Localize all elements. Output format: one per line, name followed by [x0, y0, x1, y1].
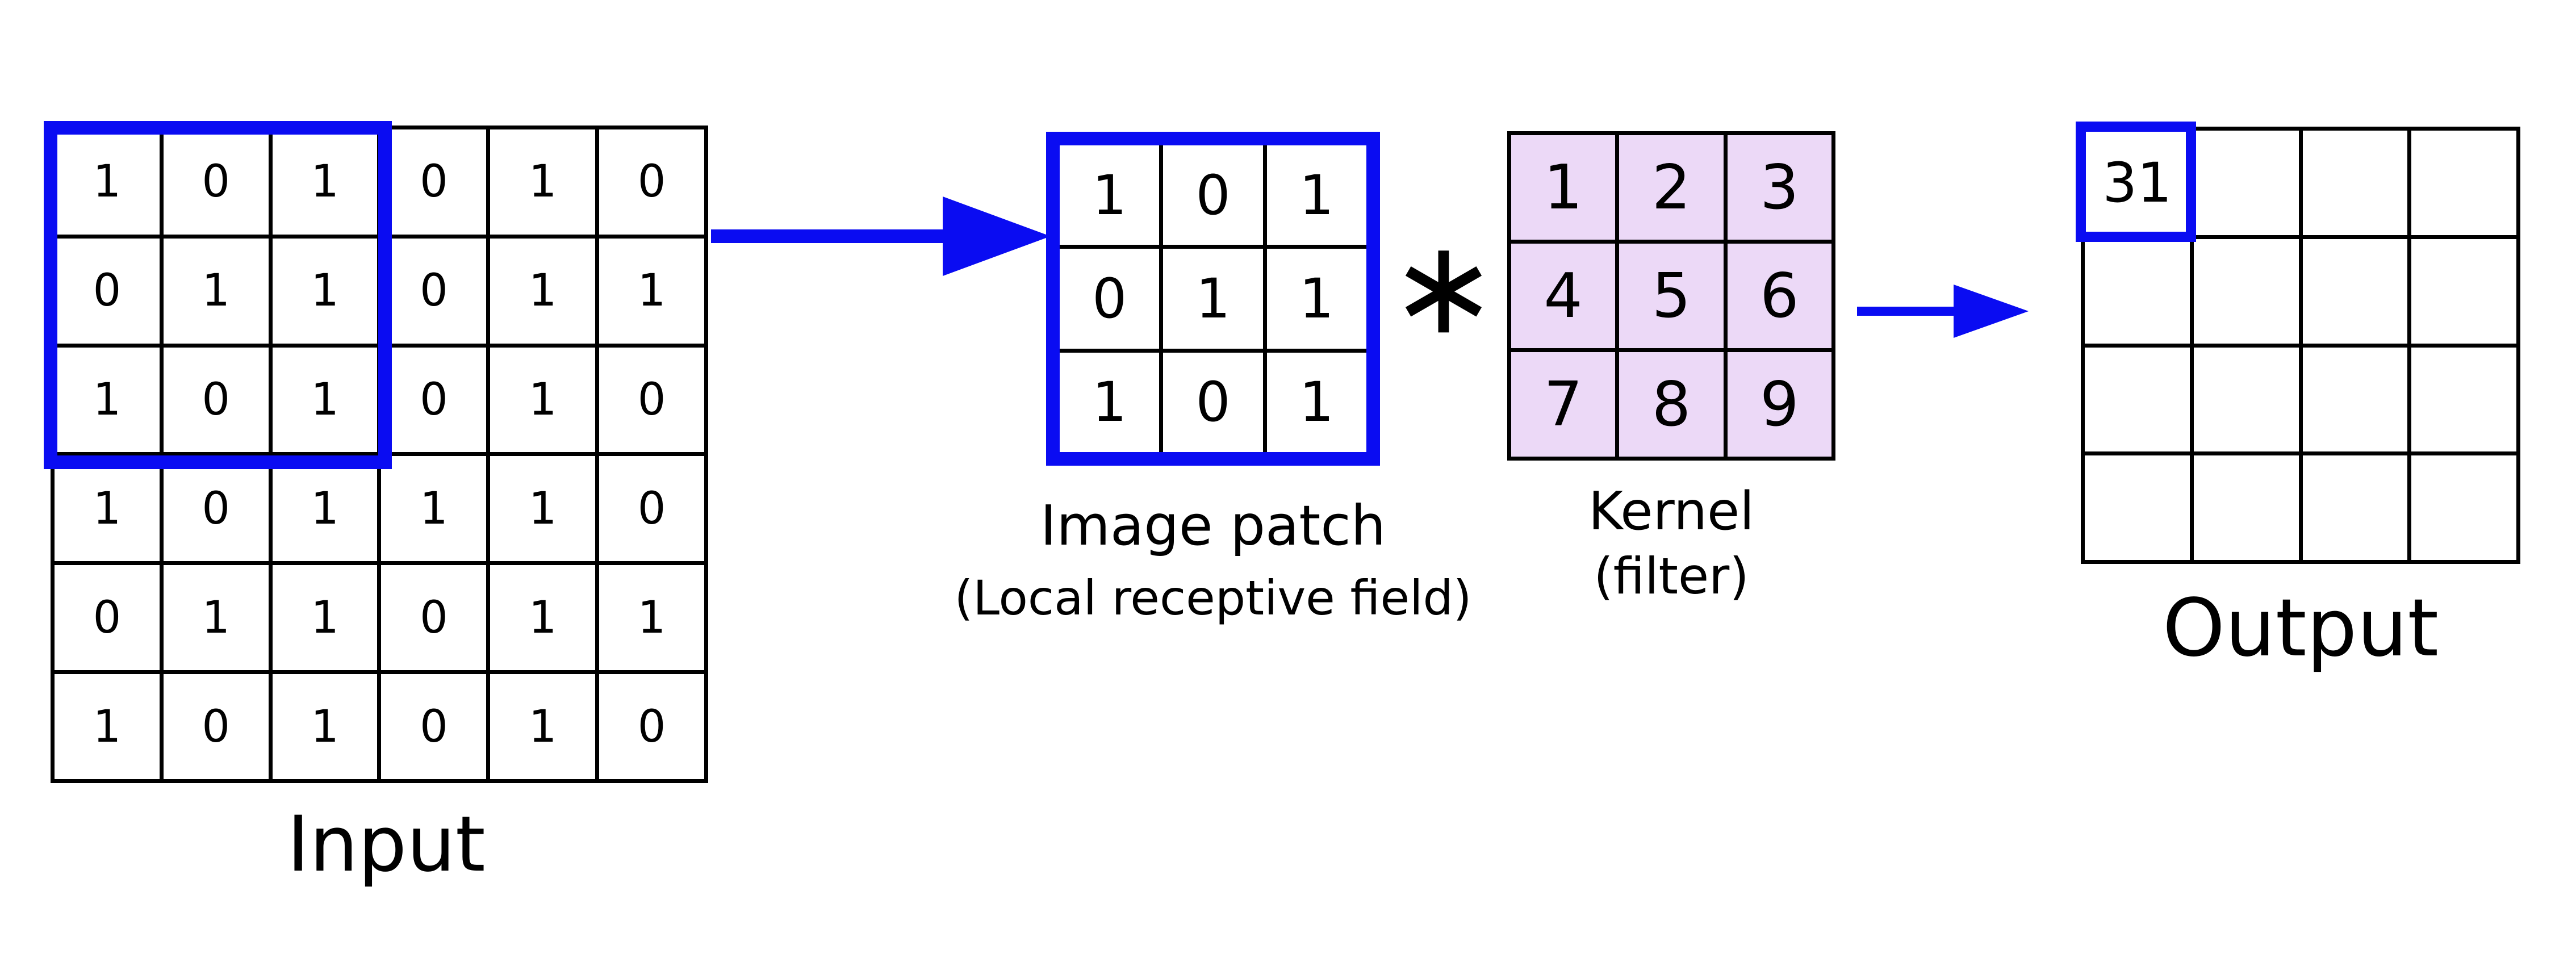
- grid-cell: [2411, 347, 2516, 452]
- grid-cell: [2193, 455, 2299, 560]
- output-label: Output: [2162, 582, 2439, 675]
- grid-cell: 1: [163, 565, 269, 671]
- grid-cell: 7: [1511, 352, 1616, 457]
- grid-cell: 4: [1511, 244, 1616, 348]
- grid-cell: 9: [1727, 352, 1831, 457]
- grid-cell: 0: [163, 347, 269, 453]
- grid-cell: [2193, 239, 2299, 344]
- grid-cell: 1: [272, 674, 378, 779]
- image-patch-sublabel: (Local receptive field): [954, 570, 1472, 626]
- grid-cell: 1: [490, 456, 596, 562]
- grid-cell: 1: [55, 674, 160, 779]
- grid-cell: [2193, 347, 2299, 452]
- arrow-line: [1857, 307, 1958, 316]
- grid-cell: 1: [1163, 249, 1263, 349]
- grid-cell: 0: [381, 347, 487, 453]
- grid-cell: 0: [599, 674, 704, 779]
- grid-cell: 1: [490, 674, 596, 779]
- arrow-head-icon: [1954, 285, 2029, 338]
- grid-cell: 1: [490, 565, 596, 671]
- grid-cell: 0: [55, 238, 160, 344]
- grid-cell: [2302, 131, 2408, 235]
- grid-cell: 1: [1060, 145, 1160, 245]
- grid-cell: 1: [1266, 145, 1366, 245]
- grid-cell: 1: [163, 238, 269, 344]
- grid-cell: 1: [272, 456, 378, 562]
- grid-cell: 1: [1060, 352, 1160, 452]
- grid-cell: 1: [55, 129, 160, 235]
- grid-cell: [2193, 131, 2299, 235]
- arrow-line: [711, 229, 948, 243]
- grid-cell: 0: [1163, 352, 1263, 452]
- grid-cell: 1: [381, 456, 487, 562]
- grid-cell: [2411, 455, 2516, 560]
- grid-cell: [2302, 455, 2408, 560]
- grid-cell: 0: [381, 238, 487, 344]
- grid-cell: 6: [1727, 244, 1831, 348]
- grid-cell: 0: [1163, 145, 1263, 245]
- input-receptive-field-highlight-box: [44, 121, 392, 469]
- grid-cell: [2411, 131, 2516, 235]
- output-result-highlight-box: [2076, 122, 2196, 242]
- grid-cell: 0: [599, 347, 704, 453]
- kernel-label: Kernel: [1588, 480, 1755, 542]
- grid-cell: 1: [490, 129, 596, 235]
- grid-cell: [2085, 239, 2190, 344]
- grid-cell: 1: [490, 347, 596, 453]
- grid-cell: 1: [55, 456, 160, 562]
- grid-cell: 0: [163, 456, 269, 562]
- grid-cell: [2302, 239, 2408, 344]
- grid-cell: 1: [55, 347, 160, 453]
- grid-cell: 2: [1619, 135, 1724, 240]
- grid-cell: 3: [1727, 135, 1831, 240]
- output-grid: 31: [2081, 127, 2520, 564]
- grid-cell: 1: [1266, 249, 1366, 349]
- grid-cell: 5: [1619, 244, 1724, 348]
- grid-cell: 1: [1511, 135, 1616, 240]
- arrow-head-icon: [943, 196, 1051, 276]
- grid-cell: 0: [1060, 249, 1160, 349]
- image-patch-label: Image patch: [1040, 494, 1386, 558]
- grid-cell: 0: [163, 129, 269, 235]
- grid-cell: [2302, 347, 2408, 452]
- input-label: Input: [287, 800, 486, 889]
- grid-cell: 1: [272, 347, 378, 453]
- grid-cell: 0: [381, 674, 487, 779]
- grid-cell: 8: [1619, 352, 1724, 457]
- grid-cell: 1: [272, 129, 378, 235]
- grid-cell: 0: [163, 674, 269, 779]
- grid-cell: 1: [1266, 352, 1366, 452]
- grid-cell: [2085, 455, 2190, 560]
- grid-cell: 1: [599, 238, 704, 344]
- grid-cell: 0: [381, 129, 487, 235]
- grid-cell: [2411, 239, 2516, 344]
- grid-cell: 0: [599, 456, 704, 562]
- grid-cell: 0: [381, 565, 487, 671]
- grid-cell: 0: [55, 565, 160, 671]
- grid-cell: 0: [599, 129, 704, 235]
- grid-cell: 1: [490, 238, 596, 344]
- convolution-operator-asterisk: ∗: [1389, 212, 1499, 364]
- grid-cell: 1: [599, 565, 704, 671]
- kernel-sublabel: (filter): [1594, 547, 1749, 605]
- grid-cell: [2085, 347, 2190, 452]
- grid-cell: 1: [272, 565, 378, 671]
- grid-cell: 1: [272, 238, 378, 344]
- grid-cell: 31: [2085, 131, 2190, 235]
